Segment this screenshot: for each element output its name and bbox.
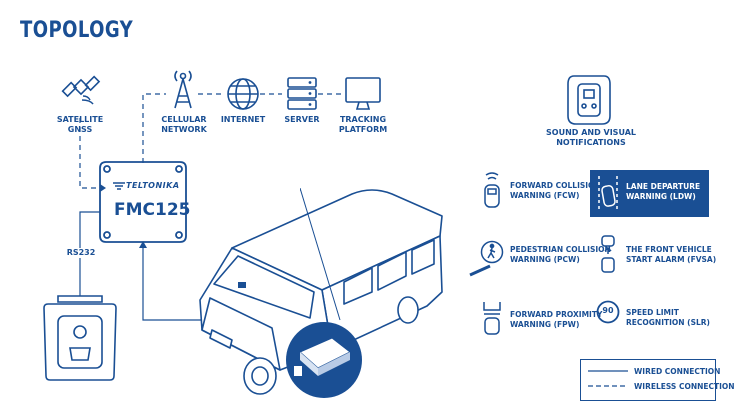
feature-fpw-label: FORWARD PROXIMITY WARNING (FPW) xyxy=(510,310,603,329)
legend xyxy=(580,359,716,401)
feature-ldw-label: LANE DEPARTURE WARNING (LDW) xyxy=(626,182,701,201)
pedestrian-icon xyxy=(480,240,504,264)
forward-collision-icon xyxy=(484,172,500,208)
speed-limit-icon xyxy=(596,300,620,324)
tracking-label: TRACKING PLATFORM xyxy=(338,115,388,134)
feature-fcw-label: FORWARD COLLISION WARNING (FCW) xyxy=(510,181,601,200)
forward-proximity-icon xyxy=(483,302,501,335)
satellite-label: SATELLITE GNSS xyxy=(56,115,104,134)
rs232-label: RS232 xyxy=(64,248,98,258)
adas-camera-icon xyxy=(43,295,117,381)
zoom-sensor-circle xyxy=(286,322,362,398)
van-illustration xyxy=(199,189,443,395)
feature-pcw-label: PEDESTRIAN COLLISION WARNING (PCW) xyxy=(510,245,611,264)
feature-slr-label: SPEED LIMIT RECOGNITION (SLR) xyxy=(626,308,710,327)
server-icon xyxy=(287,77,317,110)
cellular-label: CELLULAR NETWORK xyxy=(161,115,207,134)
speed-limit-value: 90 xyxy=(602,306,614,315)
legend-wireless-label: WIRELESS CONNECTION xyxy=(634,382,735,391)
teltonika-logo-icon xyxy=(113,182,125,190)
lane-departure-icon xyxy=(598,176,618,212)
legend-wired-label: WIRED CONNECTION xyxy=(634,367,721,376)
feature-fvsa-label: THE FRONT VEHICLE START ALARM (FVSA) xyxy=(626,245,717,264)
device-brand: TELTONIKA xyxy=(126,181,180,190)
front-vehicle-start-icon xyxy=(601,235,615,273)
monitor-icon xyxy=(345,77,381,110)
legend-line-samples xyxy=(588,370,628,387)
globe-icon xyxy=(227,78,259,110)
fmc125-device xyxy=(99,161,187,243)
server-label: SERVER xyxy=(284,115,320,124)
satellite-icon xyxy=(61,75,101,105)
internet-label: INTERNET xyxy=(220,115,266,124)
notification-device-icon xyxy=(567,75,611,125)
zoom-callout-lines xyxy=(300,188,341,321)
device-model: FMC125 xyxy=(114,200,191,220)
cell-tower-icon xyxy=(174,70,192,109)
ldw-highlight-box xyxy=(590,170,709,217)
page-title: TOPOLOGY xyxy=(20,18,134,43)
notifications-label: SOUND AND VISUAL NOTIFICATIONS xyxy=(546,128,636,147)
